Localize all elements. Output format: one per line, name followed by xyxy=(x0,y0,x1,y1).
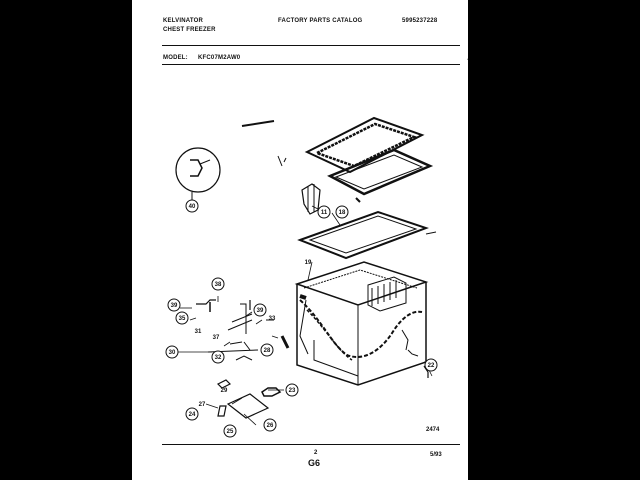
callout-label: 27 xyxy=(199,402,206,408)
callout: 19 xyxy=(305,260,312,266)
catalog-sheet: KELVINATOR CHEST FREEZER FACTORY PARTS C… xyxy=(132,0,468,480)
callout-label: 11 xyxy=(321,210,328,216)
callout: 26 xyxy=(263,418,277,432)
product-name: CHEST FREEZER xyxy=(163,27,216,33)
callout-label: 31 xyxy=(195,329,202,335)
catalog-date: 5/93 xyxy=(430,452,442,458)
callout-label: 35 xyxy=(179,316,186,322)
callout-label: 19 xyxy=(305,260,312,266)
callout: 25 xyxy=(223,424,237,438)
callout-label: 39 xyxy=(171,303,178,309)
page-code: G6 xyxy=(308,458,321,468)
brand-name: KELVINATOR xyxy=(163,18,204,24)
page-number: 2 xyxy=(314,450,318,456)
callout-label: 23 xyxy=(289,388,296,394)
exploded-parts-diagram: 40 11 18 19 38 39 35 xyxy=(165,57,468,438)
freezer-cabinet xyxy=(294,261,433,386)
model-rule xyxy=(162,64,460,65)
callout: 27 xyxy=(199,402,206,408)
callout-label: 32 xyxy=(215,355,222,361)
callout-label: 37 xyxy=(213,335,220,341)
callout: 39 xyxy=(167,298,181,312)
callout: 32 xyxy=(211,350,225,364)
callout-label: 39 xyxy=(257,308,264,314)
model-label: MODEL: xyxy=(163,55,188,61)
callout-label: 29 xyxy=(221,388,228,394)
model-number: KFC07M2AW0 xyxy=(198,55,241,61)
callout: 38 xyxy=(211,277,225,291)
callout-label: 28 xyxy=(264,348,271,354)
callout: 30 xyxy=(165,345,179,359)
callout: 24 xyxy=(185,407,199,421)
callout: 35 xyxy=(175,311,189,325)
callout: 28 xyxy=(260,343,274,357)
compressor-assembly xyxy=(196,299,290,361)
callout-label: 40 xyxy=(189,204,196,210)
thermostat-detail xyxy=(175,147,221,200)
leader-lines xyxy=(178,205,433,426)
callout: 23 xyxy=(285,383,299,397)
breaker-strip-frame xyxy=(297,210,437,260)
callout-label: 18 xyxy=(339,210,346,216)
callout: 29 xyxy=(221,388,228,394)
callout: 33 xyxy=(269,316,276,322)
callout-label: 30 xyxy=(169,350,176,356)
drawing-number: 2474 xyxy=(426,427,440,433)
callout: 39 xyxy=(253,303,267,317)
callout-bubbles: 40 11 18 19 38 39 35 xyxy=(165,199,438,438)
callout-label: 24 xyxy=(189,412,196,418)
footer-rule xyxy=(162,444,460,445)
callout: 11 xyxy=(317,205,331,219)
catalog-title: FACTORY PARTS CATALOG xyxy=(278,18,363,24)
callout-label: 33 xyxy=(269,316,276,322)
callout-label: 25 xyxy=(227,429,234,435)
callout: 18 xyxy=(335,205,349,219)
callout-label: 26 xyxy=(267,423,274,429)
drain-and-brackets xyxy=(216,365,429,419)
callout-label: 38 xyxy=(215,282,222,288)
header-rule xyxy=(162,45,460,46)
callout: 40 xyxy=(185,199,199,213)
callout-label: 22 xyxy=(428,363,435,369)
catalog-part-number: 5995237228 xyxy=(402,18,438,24)
callout: 22 xyxy=(424,358,438,372)
callout: 37 xyxy=(213,335,220,341)
freezer-lid xyxy=(241,116,434,215)
callout: 31 xyxy=(195,329,202,335)
